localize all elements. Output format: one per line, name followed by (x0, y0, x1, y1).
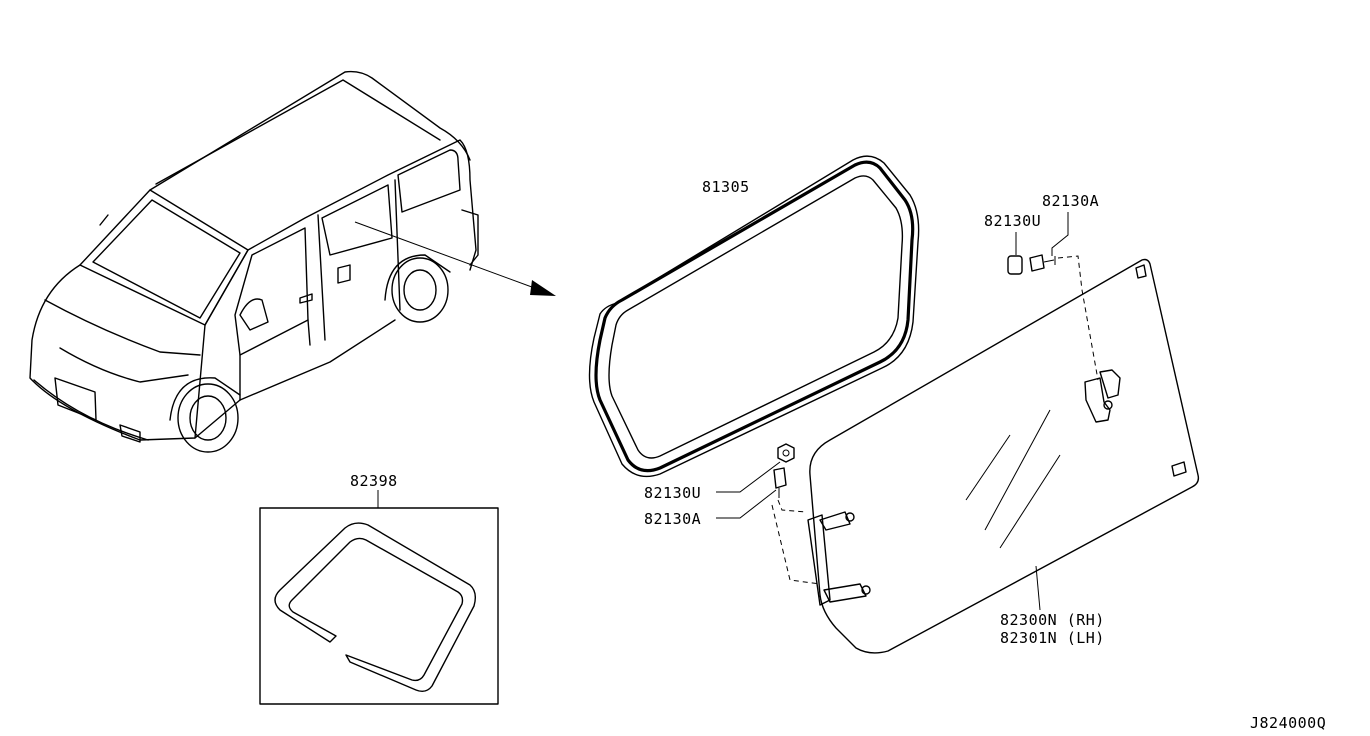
label-82130u-bottom: 82130U (644, 484, 701, 502)
label-81305: 81305 (702, 178, 750, 196)
side-glass-82300n (807, 258, 1200, 654)
van-illustration (29, 70, 479, 453)
clip-82130a-top (1029, 254, 1045, 272)
fastener-bottom-group (716, 443, 821, 585)
finisher-box (259, 507, 499, 705)
clip-82130a-bottom (773, 467, 787, 489)
pointer-arrow (354, 221, 556, 296)
latch-bracket (1084, 377, 1111, 423)
diagram-code: J824000Q (1250, 714, 1326, 732)
label-82398: 82398 (350, 472, 398, 490)
weatherstrip-81305 (588, 155, 920, 478)
label-82130u-top: 82130U (984, 212, 1041, 230)
label-82130a-top: 82130A (1042, 192, 1099, 210)
hinge-bracket (807, 514, 831, 606)
grommet-82130u-bottom (777, 443, 795, 463)
label-82301n-lh: 82301N (LH) (1000, 629, 1105, 647)
grommet-82130u-top (1007, 255, 1023, 275)
label-82130a-bottom: 82130A (644, 510, 701, 528)
finisher-kit-82398 (259, 490, 499, 705)
label-82300n-rh: 82300N (RH) (1000, 611, 1105, 629)
fastener-top-group (1007, 212, 1099, 381)
